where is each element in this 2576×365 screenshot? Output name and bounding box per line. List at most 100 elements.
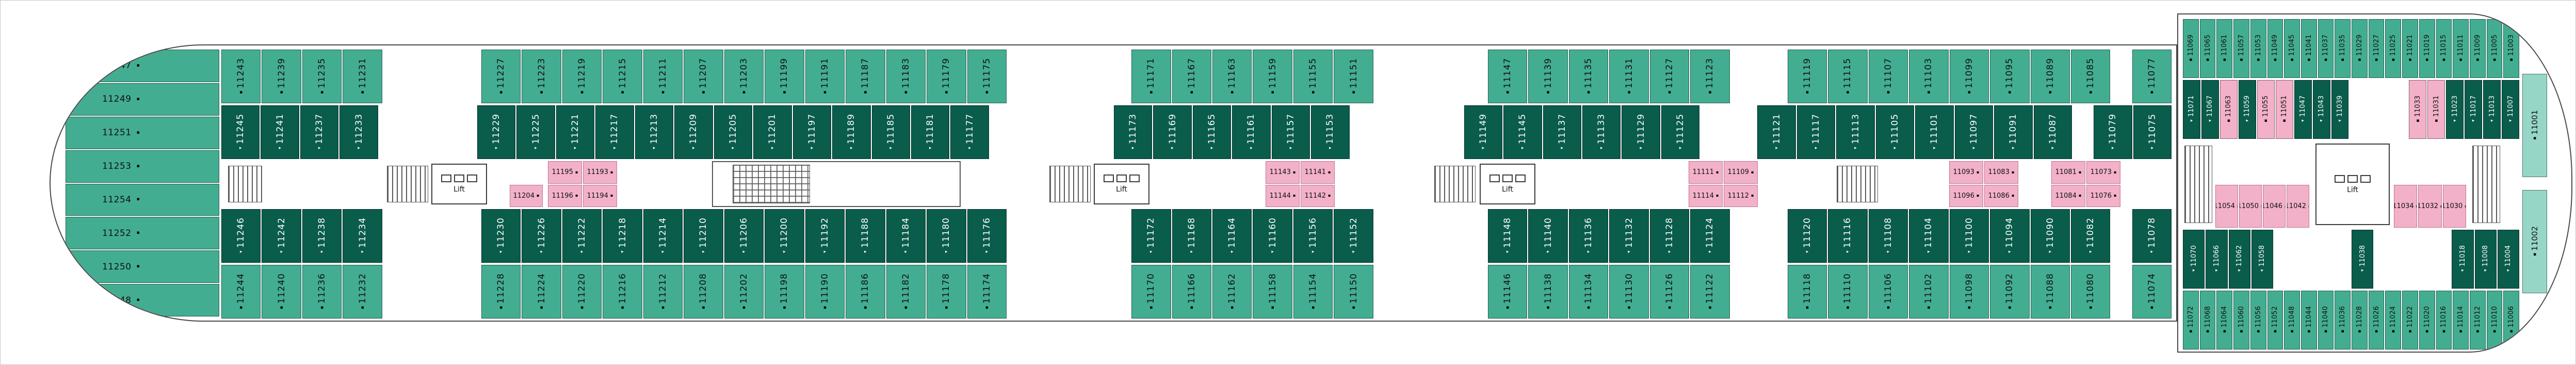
cabin-11106[interactable]: 11106▪ [1868,265,1908,319]
cabin-11020[interactable]: 11020▪ [2419,291,2435,350]
cabin-11201[interactable]: 11201▸ [753,105,792,159]
cabin-11250[interactable]: 11250▪ [66,250,219,283]
cabin-11252[interactable]: 11252▪ [66,217,219,250]
cabin-11237[interactable]: 11237▸ [300,105,339,159]
cabin-11142[interactable]: 11142▪ [1301,184,1335,207]
cabin-11198[interactable]: 11198▪ [765,265,804,319]
cabin-11166[interactable]: 11166▪ [1172,265,1211,319]
cabin-11213[interactable]: 11213▸ [635,105,674,159]
cabin-11060[interactable]: 11060▪ [2233,291,2249,350]
cabin-11094[interactable]: 11094▸ [1990,209,2030,263]
cabin-11116[interactable]: 11116▸ [1828,209,1868,263]
cabin-11080[interactable]: 11080▪ [2071,265,2111,319]
cabin-11119[interactable]: 11119▪ [1787,50,1827,103]
cabin-11114[interactable]: 11114▪ [1689,184,1723,207]
cabin-11045[interactable]: 11045▪ [2284,19,2300,78]
cabin-11105[interactable]: 11105▸ [1875,105,1915,159]
cabin-11145[interactable]: 11145▸ [1503,105,1542,159]
cabin-11097[interactable]: 11097▸ [1954,105,1994,159]
cabin-11039[interactable]: 11039▸ [2331,80,2349,139]
cabin-11175[interactable]: 11175▪ [967,50,1007,103]
cabin-11242[interactable]: 11242▸ [262,209,301,263]
cabin-11101[interactable]: 11101▸ [1915,105,1954,159]
cabin-11019[interactable]: 11019▪ [2419,19,2435,78]
cabin-11165[interactable]: 11165▸ [1192,105,1232,159]
cabin-11140[interactable]: 11140▸ [1528,209,1568,263]
cabin-11015[interactable]: 11015▪ [2436,19,2452,78]
cabin-11041[interactable]: 11041▪ [2300,19,2317,78]
cabin-11149[interactable]: 11149▸ [1464,105,1503,159]
cabin-11141[interactable]: 11141▪ [1301,161,1335,184]
cabin-11033[interactable]: 11033▪ [2409,80,2427,139]
cabin-11098[interactable]: 11098▪ [1949,265,1989,319]
cabin-11153[interactable]: 11153▸ [1311,105,1350,159]
cabin-11215[interactable]: 11215▪ [603,50,642,103]
cabin-11069[interactable]: 11069▪ [2183,19,2199,78]
cabin-11204[interactable]: 11204▪ [510,184,543,207]
cabin-11004[interactable]: 11004▸ [2497,230,2519,289]
cabin-11086[interactable]: 11086▪ [1984,184,2018,207]
cabin-11164[interactable]: 11164▸ [1212,209,1252,263]
cabin-11051[interactable]: 11051▪ [2275,80,2293,139]
cabin-11075[interactable]: 11075▸ [2133,105,2172,159]
cabin-11120[interactable]: 11120▸ [1787,209,1827,263]
cabin-11217[interactable]: 11217▸ [595,105,634,159]
cabin-11014[interactable]: 11014▪ [2453,291,2469,350]
cabin-11146[interactable]: 11146▪ [1487,265,1528,319]
cabin-11240[interactable]: 11240▪ [262,265,301,319]
cabin-11179[interactable]: 11179▪ [927,50,966,103]
cabin-11151[interactable]: 11151▪ [1334,50,1373,103]
cabin-11208[interactable]: 11208▪ [684,265,723,319]
cabin-11072[interactable]: 11072▪ [2183,291,2199,350]
cabin-11053[interactable]: 11053▪ [2250,19,2266,78]
cabin-11159[interactable]: 11159▪ [1253,50,1292,103]
cabin-11136[interactable]: 11136▸ [1568,209,1609,263]
cabin-11068[interactable]: 11068▪ [2199,291,2216,350]
cabin-11167[interactable]: 11167▪ [1172,50,1211,103]
cabin-11111[interactable]: 11111▪ [1689,161,1723,184]
cabin-11241[interactable]: 11241▸ [261,105,299,159]
cabin-11173[interactable]: 11173▸ [1113,105,1153,159]
cabin-11085[interactable]: 11085▪ [2071,50,2111,103]
cabin-11130[interactable]: 11130▪ [1609,265,1649,319]
cabin-11124[interactable]: 11124▸ [1690,209,1730,263]
cabin-11046[interactable]: 11046▪ [2263,185,2286,228]
cabin-11038[interactable]: 11038▸ [2352,230,2374,289]
cabin-11180[interactable]: 11180▸ [927,209,966,263]
cabin-11232[interactable]: 11232▪ [343,265,382,319]
cabin-11078[interactable]: 11078▸ [2132,209,2172,263]
cabin-11197[interactable]: 11197▸ [792,105,832,159]
cabin-11024[interactable]: 11024▪ [2385,291,2402,350]
cabin-11126[interactable]: 11126▪ [1649,265,1690,319]
cabin-11144[interactable]: 11144▪ [1266,184,1300,207]
cabin-11121[interactable]: 11121▸ [1757,105,1796,159]
cabin-11177[interactable]: 11177▸ [950,105,989,159]
cabin-11128[interactable]: 11128▸ [1649,209,1690,263]
cabin-11162[interactable]: 11162▪ [1212,265,1252,319]
cabin-11172[interactable]: 11172▸ [1131,209,1171,263]
cabin-11161[interactable]: 11161▸ [1232,105,1271,159]
cabin-11054[interactable]: 11054▪ [2215,185,2238,228]
cabin-11236[interactable]: 11236▪ [302,265,342,319]
cabin-11030[interactable]: 11030▪ [2442,185,2466,228]
cabin-11183[interactable]: 11183▪ [886,50,926,103]
cabin-11147[interactable]: 11147▪ [1487,50,1528,103]
cabin-11129[interactable]: 11129▸ [1622,105,1660,159]
cabin-11246[interactable]: 11246▸ [221,209,261,263]
cabin-11253[interactable]: 11253▪ [66,150,219,183]
cabin-11002[interactable]: 11002▪ [2522,190,2547,293]
cabin-11083[interactable]: 11083▪ [1984,161,2018,184]
cabin-11008[interactable]: 11008▸ [2474,230,2497,289]
cabin-11194[interactable]: 11194▪ [583,184,617,207]
cabin-11018[interactable]: 11018▸ [2452,230,2474,289]
cabin-11133[interactable]: 11133▸ [1582,105,1621,159]
cabin-11028[interactable]: 11028▪ [2352,291,2368,350]
cabin-11188[interactable]: 11188▸ [846,209,885,263]
cabin-11118[interactable]: 11118▪ [1787,265,1827,319]
cabin-11169[interactable]: 11169▸ [1153,105,1192,159]
cabin-11109[interactable]: 11109▪ [1724,161,1758,184]
cabin-11132[interactable]: 11132▸ [1609,209,1649,263]
cabin-11061[interactable]: 11061▪ [2216,19,2233,78]
cabin-11050[interactable]: 11050▪ [2239,185,2262,228]
cabin-11092[interactable]: 11092▪ [1990,265,2030,319]
